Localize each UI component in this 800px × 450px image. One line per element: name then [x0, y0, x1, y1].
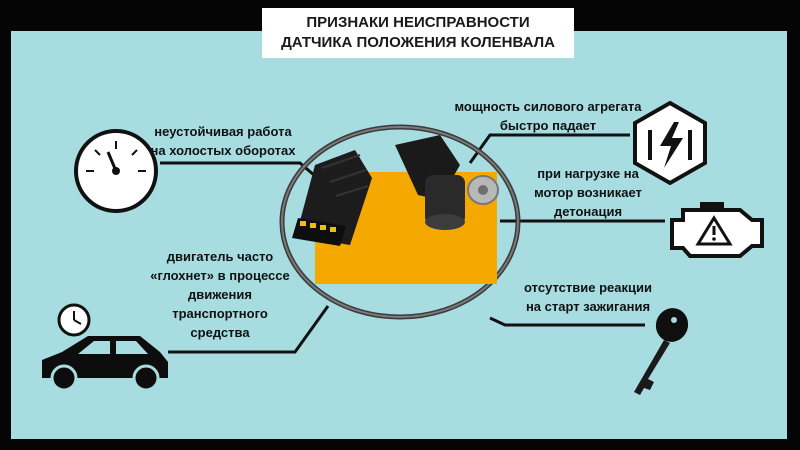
symptom-idle-line-2: на холостых оборотах — [150, 143, 296, 158]
symptom-detonation-line-2: мотор возникает — [534, 185, 642, 200]
symptom-power-line-1: мощность силового агрегата — [454, 99, 642, 114]
symptom-stall-line-1: двигатель часто — [166, 249, 274, 264]
car-with-clock-icon — [42, 303, 168, 392]
crankshaft-sensor-image — [279, 124, 521, 320]
symptom-detonation-line-3: детонация — [553, 204, 623, 219]
ignition-key-icon — [634, 308, 689, 395]
symptom-detonation-line-1: при нагрузке на — [537, 166, 639, 181]
tachometer-gauge-icon — [74, 129, 158, 213]
battery-lightning-icon — [633, 100, 707, 186]
symptom-idle-line-1: неустойчивая работа — [154, 124, 292, 139]
symptom-stall-line-3: движения — [188, 287, 252, 302]
symptom-ignition-line-2: на старт зажигания — [525, 299, 651, 314]
symptom-detonation-label: при нагрузке на мотор возникает детонаци… — [508, 164, 668, 221]
connector-power — [468, 133, 630, 164]
check-engine-icon — [670, 202, 764, 258]
title-line-1: ПРИЗНАКИ НЕИСПРАВНОСТИ — [306, 14, 530, 31]
sensor-head — [395, 135, 499, 230]
title-line-2: ДАТЧИКА ПОЛОЖЕНИЯ КОЛЕНВАЛА — [281, 34, 555, 51]
symptom-power-label: мощность силового агрегата быстро падает — [448, 97, 648, 135]
symptom-ignition-label: отсутствие реакции на старт зажигания — [508, 278, 668, 316]
connector-stall — [168, 305, 330, 354]
symptom-stall-line-5: средства — [190, 325, 250, 340]
sensor-plug — [292, 150, 372, 246]
symptom-ignition-line-1: отсутствие реакции — [524, 280, 652, 295]
symptom-idle-label: неустойчивая работа на холостых оборотах — [128, 122, 318, 160]
connector-ignition — [489, 316, 645, 327]
symptom-stall-line-2: «глохнет» в процессе — [150, 268, 290, 283]
symptom-stall-line-4: транспортного — [172, 306, 268, 321]
symptom-stall-label: двигатель часто «глохнет» в процессе дви… — [135, 247, 305, 342]
symptom-power-line-2: быстро падает — [499, 118, 597, 133]
page-title: ПРИЗНАКИ НЕИСПРАВНОСТИ ДАТЧИКА ПОЛОЖЕНИЯ… — [262, 8, 574, 58]
